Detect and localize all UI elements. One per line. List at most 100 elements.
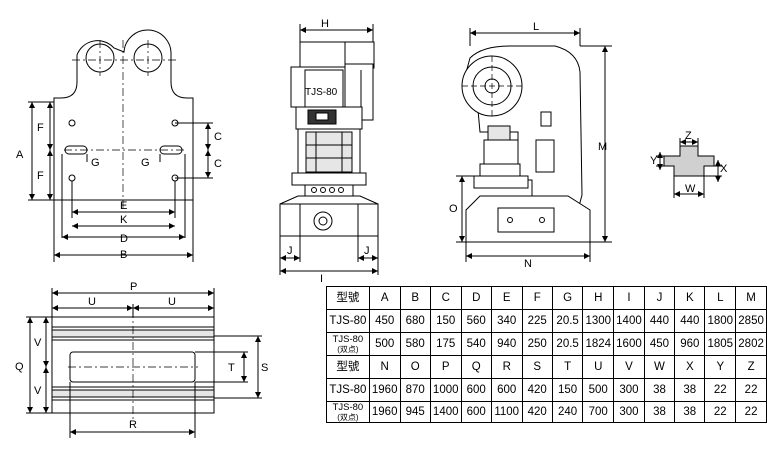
dim-label-z: Z bbox=[685, 130, 692, 142]
table-cell: 250 bbox=[521, 332, 553, 356]
base-frame bbox=[279, 195, 379, 237]
dim-label-l: L bbox=[533, 21, 539, 33]
table-cell: TJS-80 (双点) bbox=[326, 401, 370, 423]
dim-label-v-upper: V bbox=[34, 337, 42, 349]
table-cell: 22 bbox=[735, 401, 767, 423]
dim-label-v-lower: V bbox=[34, 385, 42, 397]
table-cell: 1400 bbox=[613, 309, 645, 333]
table-header-cell: X bbox=[674, 355, 706, 379]
t-slot-labels: Z Y X W bbox=[650, 130, 728, 195]
table-cell: 38 bbox=[674, 401, 706, 423]
table-cell: 440 bbox=[643, 309, 676, 333]
table-header-cell: G bbox=[551, 286, 584, 310]
table-cell: 20.5 bbox=[551, 309, 584, 333]
side-table bbox=[473, 175, 529, 189]
dim-label-u-left: U bbox=[88, 296, 96, 308]
dim-label-s: S bbox=[261, 362, 268, 374]
table-cell: 175 bbox=[429, 332, 462, 356]
table-cell: 450 bbox=[643, 332, 676, 356]
dim-label-f-upper: F bbox=[37, 122, 44, 134]
dim-label-x: X bbox=[720, 163, 728, 175]
bolt-hole bbox=[68, 174, 76, 182]
table-cell: 1960 bbox=[368, 401, 401, 423]
table-cell: 300 bbox=[613, 378, 645, 402]
table-cell: 38 bbox=[674, 378, 706, 402]
table-header-cell: U bbox=[582, 355, 615, 379]
table-row: TJS-80 450 680 150 560 340 225 20.5 1300… bbox=[326, 309, 767, 333]
dim-label-t: T bbox=[228, 362, 235, 374]
model-label: TJS-80 bbox=[332, 333, 364, 345]
table-cell: 540 bbox=[460, 332, 492, 356]
table-cell: TJS-80 bbox=[326, 378, 370, 402]
t-slot-profile bbox=[663, 145, 715, 177]
spec-table: 型號 A B C D E F G H I J K L M TJS-80 450 … bbox=[326, 286, 767, 423]
bed-plan-view bbox=[28, 29, 213, 262]
table-header-cell: H bbox=[582, 286, 615, 310]
table-cell: 945 bbox=[399, 401, 431, 423]
slot-right bbox=[159, 145, 183, 155]
table-cell: 500 bbox=[368, 332, 401, 356]
table-header-cell: P bbox=[429, 355, 462, 379]
table-cell: 870 bbox=[399, 378, 431, 402]
table-cell: 22 bbox=[704, 378, 737, 402]
table-cell: 600 bbox=[490, 378, 523, 402]
side-base bbox=[465, 195, 591, 243]
table-header-cell: 型號 bbox=[326, 286, 370, 310]
table-header-cell: Z bbox=[735, 355, 767, 379]
table-header-row: 型號 A B C D E F G H I J K L M bbox=[326, 286, 767, 310]
table-cell: 225 bbox=[521, 309, 553, 333]
bolster bbox=[291, 172, 367, 186]
table-header-row: 型號 N O P Q R S T U V W X Y Z bbox=[326, 355, 767, 379]
table-cell: 560 bbox=[460, 309, 492, 333]
slot-left bbox=[64, 145, 88, 155]
table-cell: 420 bbox=[521, 401, 553, 423]
table-cell: TJS-80 (双点) bbox=[326, 332, 370, 356]
table-cell: 2850 bbox=[735, 309, 767, 333]
dim-label-e: E bbox=[120, 200, 127, 212]
table-cell: 22 bbox=[735, 378, 767, 402]
table-cell: 580 bbox=[399, 332, 431, 356]
table-header-cell: E bbox=[490, 286, 523, 310]
table-cell: 600 bbox=[460, 401, 492, 423]
table-cell: 1805 bbox=[704, 332, 737, 356]
table-cell: 440 bbox=[674, 309, 706, 333]
table-header-cell: O bbox=[399, 355, 431, 379]
table-header-cell: B bbox=[399, 286, 431, 310]
table-header-cell: J bbox=[643, 286, 676, 310]
press-side-view bbox=[456, 28, 612, 262]
dim-label-m: M bbox=[598, 141, 607, 153]
table-header-cell: R bbox=[490, 355, 523, 379]
table-header-cell: F bbox=[521, 286, 553, 310]
table-cell: 20.5 bbox=[551, 332, 584, 356]
table-cell: 450 bbox=[368, 309, 401, 333]
table-cell: 1000 bbox=[429, 378, 462, 402]
table-header-cell: C bbox=[429, 286, 462, 310]
table-cell: 940 bbox=[490, 332, 523, 356]
model-label: TJS-80 bbox=[332, 401, 364, 413]
table-cell: 680 bbox=[399, 309, 431, 333]
slide bbox=[305, 131, 353, 173]
table-header-cell: A bbox=[368, 286, 401, 310]
dim-label-i: I bbox=[320, 273, 323, 285]
table-cell: 150 bbox=[429, 309, 462, 333]
table-cell: 1400 bbox=[429, 401, 462, 423]
table-cell: 1824 bbox=[582, 332, 615, 356]
dim-label-j-left: J bbox=[287, 245, 293, 257]
model-sublabel: (双点) bbox=[337, 412, 359, 422]
dim-label-j-right: J bbox=[364, 245, 370, 257]
model-sublabel: (双点) bbox=[337, 344, 359, 354]
table-cell: TJS-80 bbox=[326, 309, 370, 333]
table-row: TJS-80 1960 870 1000 600 600 420 150 500… bbox=[326, 378, 767, 402]
dim-label-a: A bbox=[16, 149, 24, 161]
dim-label-p: P bbox=[130, 281, 137, 293]
dim-label-u-right: U bbox=[168, 296, 176, 308]
plan-view-labels: A F F C C G G E K D B bbox=[16, 122, 222, 261]
table-header-cell: K bbox=[674, 286, 706, 310]
table-cell: 38 bbox=[643, 401, 676, 423]
table-header-cell: I bbox=[613, 286, 645, 310]
press-front-view bbox=[279, 24, 379, 275]
dim-label-g-right: G bbox=[141, 157, 150, 169]
table-header-cell: D bbox=[460, 286, 492, 310]
table-cell: 340 bbox=[490, 309, 523, 333]
